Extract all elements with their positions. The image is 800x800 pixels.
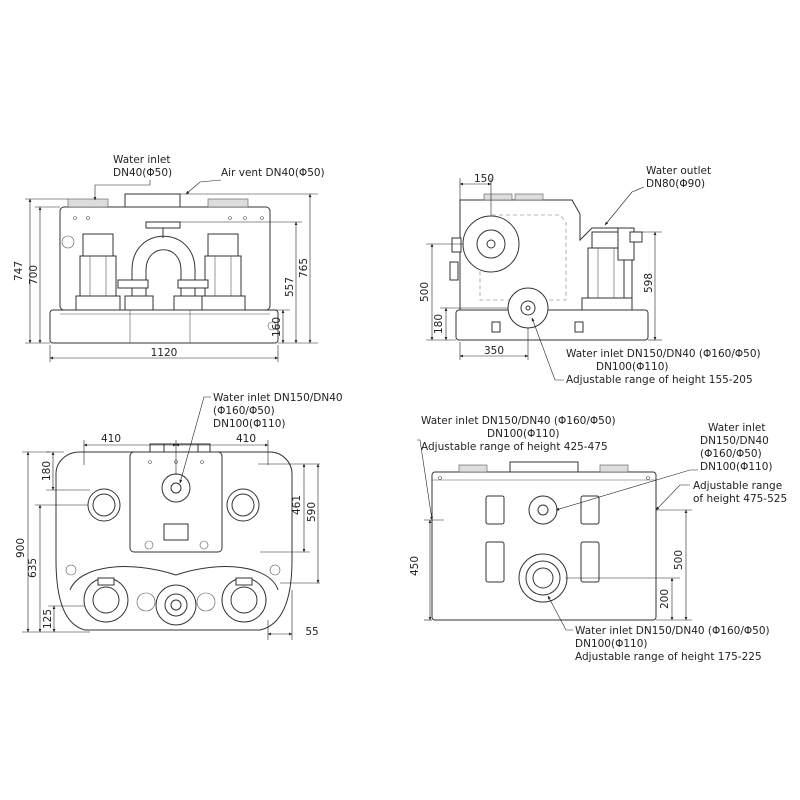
top-view-annotations: 410 410 180 900 635 125 461 590 55 Water… — [15, 392, 346, 640]
top-dim-410-right: 410 — [236, 433, 256, 445]
top-dim-461: 461 — [291, 495, 303, 515]
side-dim-180: 180 — [433, 314, 445, 334]
top-dim-55: 55 — [305, 626, 318, 638]
top-dim-635: 635 — [27, 558, 39, 578]
top-dim-590: 590 — [306, 502, 318, 522]
top-water-inlet-label: Water inlet DN150/DN40 (Φ160/Φ50) DN100(… — [213, 392, 346, 430]
rear-inlet-right-label: Water inlet DN150/DN40 (Φ160/Φ50) DN100(… — [700, 422, 772, 473]
side-dim-500: 500 — [419, 282, 431, 302]
side-dim-150: 150 — [474, 173, 494, 185]
rear-dim-500: 500 — [673, 550, 685, 570]
side-view — [449, 193, 649, 341]
front-dim-747: 747 — [13, 261, 25, 281]
top-dim-125: 125 — [42, 609, 54, 629]
top-dim-180: 180 — [41, 461, 53, 481]
side-view-annotations: 150 500 180 350 598 Water outlet DN80(Φ9… — [419, 165, 764, 386]
rear-adjust-right-label: Adjustable range of height 475-525 — [693, 480, 787, 505]
rear-view-annotations: Water inlet DN150/DN40 (Φ160/Φ50) DN100(… — [409, 415, 787, 663]
side-water-inlet-label: Water inlet DN150/DN40 (Φ160/Φ50) DN100(… — [566, 348, 764, 386]
rear-inlet-bottom-label: Water inlet DN150/DN40 (Φ160/Φ50) DN100(… — [575, 625, 773, 663]
side-dim-598: 598 — [643, 273, 655, 293]
front-water-inlet-label: Water inlet DN40(Φ50) — [113, 154, 174, 179]
front-dim-160: 160 — [271, 317, 283, 337]
top-dim-410-left: 410 — [101, 433, 121, 445]
rear-dim-450: 450 — [409, 556, 421, 576]
front-dim-765: 765 — [298, 258, 310, 278]
front-dim-700: 700 — [28, 265, 40, 285]
rear-dim-200: 200 — [659, 589, 671, 609]
front-dim-557: 557 — [284, 277, 296, 297]
side-dim-350: 350 — [484, 345, 504, 357]
rear-view — [431, 461, 657, 621]
side-water-outlet-label: Water outlet DN80(Φ90) — [646, 165, 714, 190]
front-view-annotations: Water inlet DN40(Φ50) Air vent DN40(Φ50)… — [13, 154, 325, 362]
rear-inlet-top-label: Water inlet DN150/DN40 (Φ160/Φ50) DN100(… — [421, 415, 619, 453]
top-dim-900: 900 — [15, 538, 27, 558]
front-dim-1120: 1120 — [151, 347, 178, 359]
front-air-vent-label: Air vent DN40(Φ50) — [221, 167, 325, 179]
front-view — [49, 193, 279, 344]
top-view — [55, 443, 293, 631]
